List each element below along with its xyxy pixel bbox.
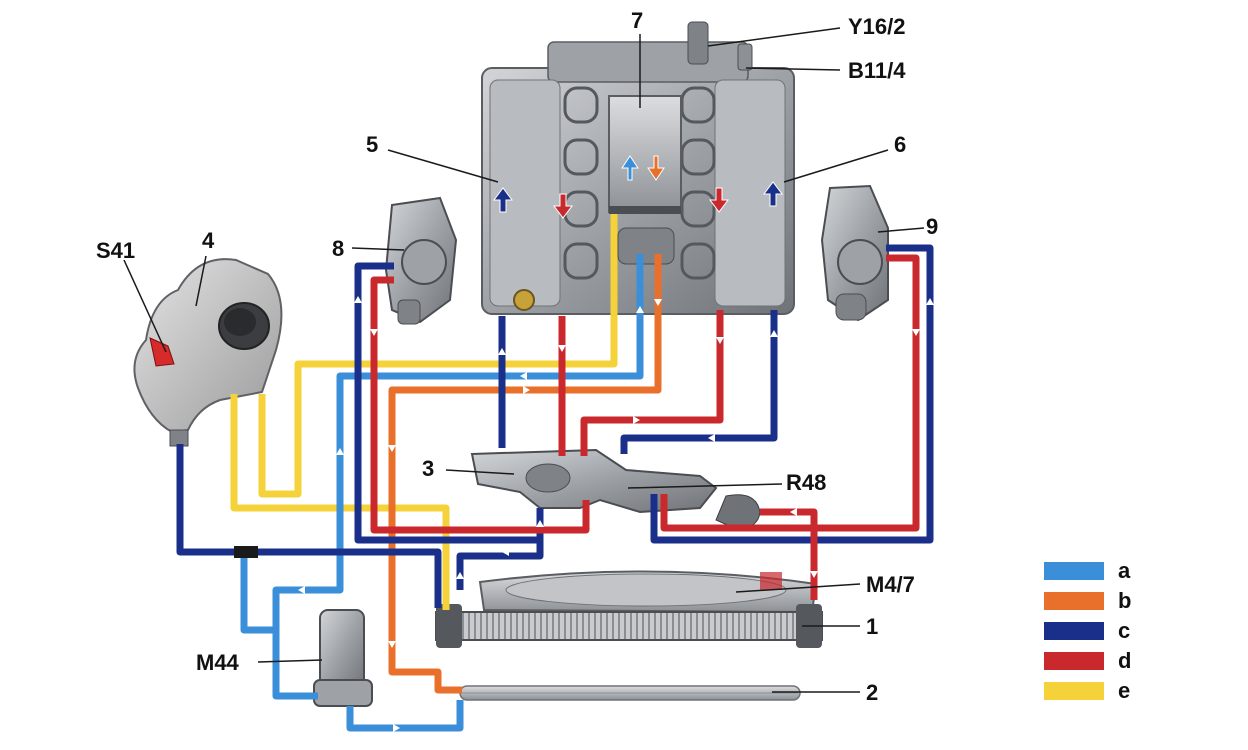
- leader-lines: [123, 27, 925, 693]
- legend-item-b: b: [1044, 588, 1131, 613]
- line-d-turbo-left-return: [370, 276, 590, 534]
- callout-3: 3: [422, 456, 434, 481]
- callout-r48: R48: [786, 470, 826, 495]
- legend-label-d: d: [1118, 648, 1131, 673]
- callout-y16-2: Y16/2: [848, 14, 906, 39]
- legend-label-c: c: [1118, 618, 1130, 643]
- engine-flow-arrows: [493, 155, 783, 219]
- callout-m4-7: M4/7: [866, 572, 915, 597]
- legend-swatch-e: [1044, 682, 1104, 700]
- line-c-block-right-inlet: [620, 310, 778, 454]
- legend: a b c d e: [1044, 558, 1131, 703]
- line-flow-arrows: [298, 296, 934, 732]
- legend-item-d: d: [1044, 648, 1131, 673]
- line-a-charge-cooler-supply: [272, 254, 644, 700]
- line-c-tank-to-radiator: [176, 444, 442, 608]
- line-connector: [234, 546, 258, 558]
- line-b-charge-cooler-return: [388, 254, 662, 694]
- legend-item-c: c: [1044, 618, 1130, 643]
- callout-6: 6: [894, 132, 906, 157]
- callout-s41: S41: [96, 238, 135, 263]
- line-d-turbo-right-return: [660, 254, 920, 532]
- thermostat-housing: [470, 448, 761, 529]
- line-e-vent-block: [258, 214, 618, 498]
- turbocharger-right: [820, 184, 889, 322]
- line-d-block-right-outlet: [580, 310, 724, 456]
- legend-label-a: a: [1118, 558, 1131, 583]
- callout-m44: M44: [196, 650, 240, 675]
- line-a-pump-return: [346, 700, 464, 732]
- turbocharger-left: [384, 196, 458, 325]
- callout-5: 5: [366, 132, 378, 157]
- legend-swatch-d: [1044, 652, 1104, 670]
- legend-item-a: a: [1044, 558, 1131, 583]
- callout-8: 8: [332, 236, 344, 261]
- callout-4: 4: [202, 228, 215, 253]
- callout-2: 2: [866, 680, 878, 705]
- legend-label-e: e: [1118, 678, 1130, 703]
- auxiliary-pump: [313, 609, 373, 707]
- callout-9: 9: [926, 214, 938, 239]
- engine-block: [481, 21, 795, 315]
- line-a-tank-pump: [240, 552, 276, 634]
- radiator-fan: [478, 570, 818, 614]
- legend-swatch-b: [1044, 592, 1104, 610]
- callout-7: 7: [631, 8, 643, 33]
- line-d-thermostat-to-radiator: [760, 508, 818, 600]
- callout-b11-4: B11/4: [848, 58, 906, 83]
- low-temp-radiator: [459, 685, 801, 701]
- legend-label-b: b: [1118, 588, 1131, 613]
- legend-item-e: e: [1044, 678, 1130, 703]
- line-c-turbo-right: [650, 244, 934, 544]
- legend-swatch-a: [1044, 562, 1104, 580]
- legend-swatch-c: [1044, 622, 1104, 640]
- callout-1: 1: [866, 614, 878, 639]
